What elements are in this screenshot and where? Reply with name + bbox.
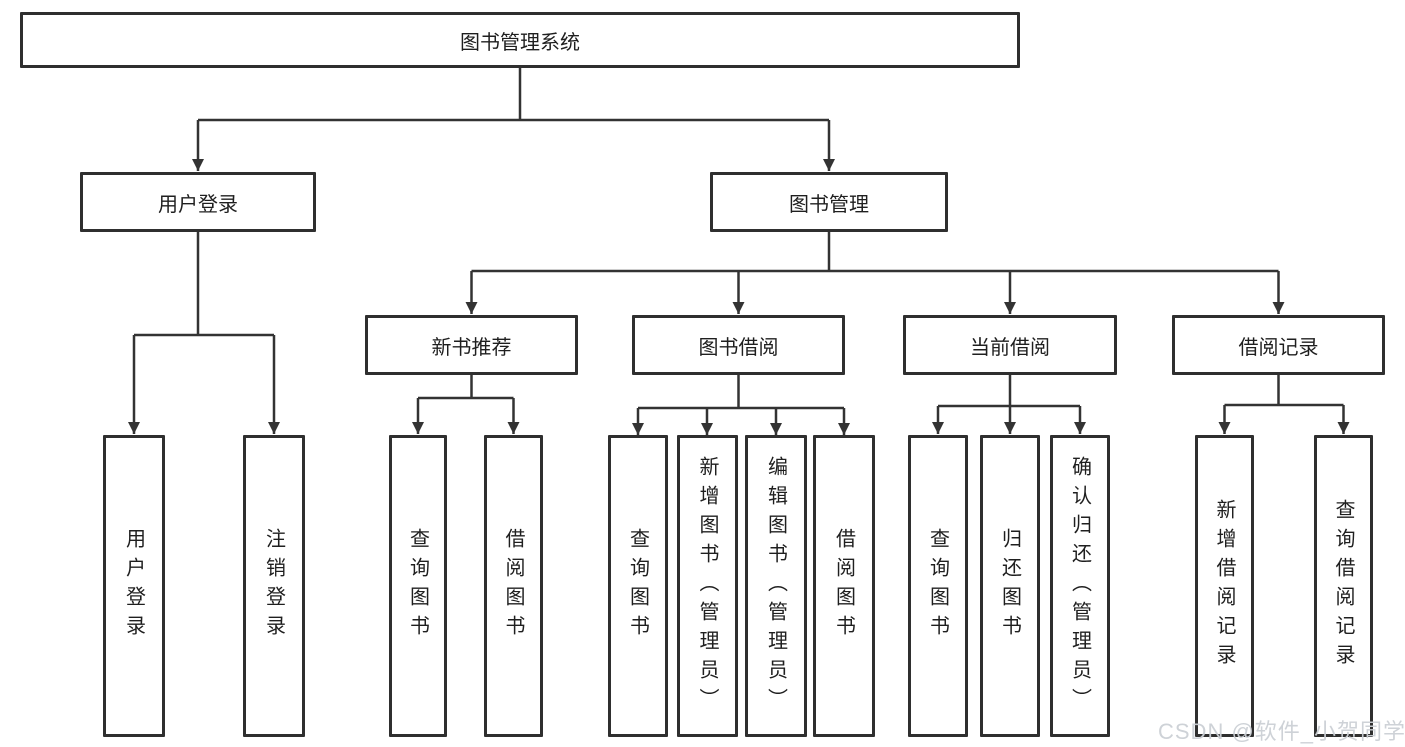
node-book-management: 图书管理	[710, 172, 948, 232]
leaf-user-login: 用户登录	[103, 435, 165, 737]
leaf-cb-query-books: 查询图书	[908, 435, 968, 737]
node-current-borrowing-label: 当前借阅	[970, 336, 1050, 359]
node-borrowing-records: 借阅记录	[1172, 315, 1385, 375]
connector-arrows	[128, 120, 1350, 435]
leaf-bb-add-books-admin-label: 新增图书（管理员）	[696, 455, 718, 717]
watermark: CSDN @软件_小贺同学	[1158, 719, 1405, 744]
leaf-bb-query-books-label: 查询图书	[626, 528, 649, 644]
leaf-bb-query-books: 查询图书	[608, 435, 668, 737]
node-book-borrowing-label: 图书借阅	[698, 336, 779, 359]
connector-skeleton	[134, 68, 1344, 410]
node-borrowing-records-label: 借阅记录	[1238, 336, 1319, 359]
node-book-borrowing: 图书借阅	[632, 315, 845, 375]
node-root: 图书管理系统	[20, 12, 1020, 68]
leaf-br-add-record-label: 新增借阅记录	[1213, 499, 1235, 673]
node-current-borrowing: 当前借阅	[903, 315, 1117, 375]
leaf-logout-label: 注销登录	[262, 528, 285, 644]
leaf-cb-confirm-return-admin-label: 确认归还（管理员）	[1068, 455, 1091, 717]
leaf-bb-add-books-admin: 新增图书（管理员）	[677, 435, 738, 737]
leaf-nbr-query-books: 查询图书	[389, 435, 447, 737]
leaf-bb-borrow-books: 借阅图书	[813, 435, 875, 737]
node-user-login-label: 用户登录	[158, 193, 238, 216]
leaf-cb-confirm-return-admin: 确认归还（管理员）	[1050, 435, 1110, 737]
node-new-book-recommend: 新书推荐	[365, 315, 578, 375]
leaf-bb-borrow-books-label: 借阅图书	[832, 528, 855, 644]
leaf-bb-edit-books-admin: 编辑图书（管理员）	[745, 435, 807, 737]
leaf-user-login-label: 用户登录	[122, 528, 145, 644]
leaf-logout: 注销登录	[243, 435, 305, 737]
node-user-login: 用户登录	[80, 172, 316, 232]
node-root-label: 图书管理系统	[460, 31, 580, 54]
leaf-bb-edit-books-admin-label: 编辑图书（管理员）	[764, 455, 787, 717]
leaf-br-add-record: 新增借阅记录	[1195, 435, 1254, 737]
leaf-cb-return-books-label: 归还图书	[998, 528, 1021, 644]
leaf-cb-return-books: 归还图书	[980, 435, 1040, 737]
leaf-cb-query-books-label: 查询图书	[926, 528, 949, 644]
node-book-management-label: 图书管理	[789, 193, 869, 216]
leaf-nbr-borrow-books: 借阅图书	[484, 435, 543, 737]
leaf-br-query-record: 查询借阅记录	[1314, 435, 1373, 737]
leaf-br-query-record-label: 查询借阅记录	[1332, 499, 1354, 673]
leaf-nbr-borrow-books-label: 借阅图书	[502, 528, 524, 644]
node-new-book-recommend-label: 新书推荐	[431, 336, 512, 359]
leaf-nbr-query-books-label: 查询图书	[406, 528, 429, 644]
